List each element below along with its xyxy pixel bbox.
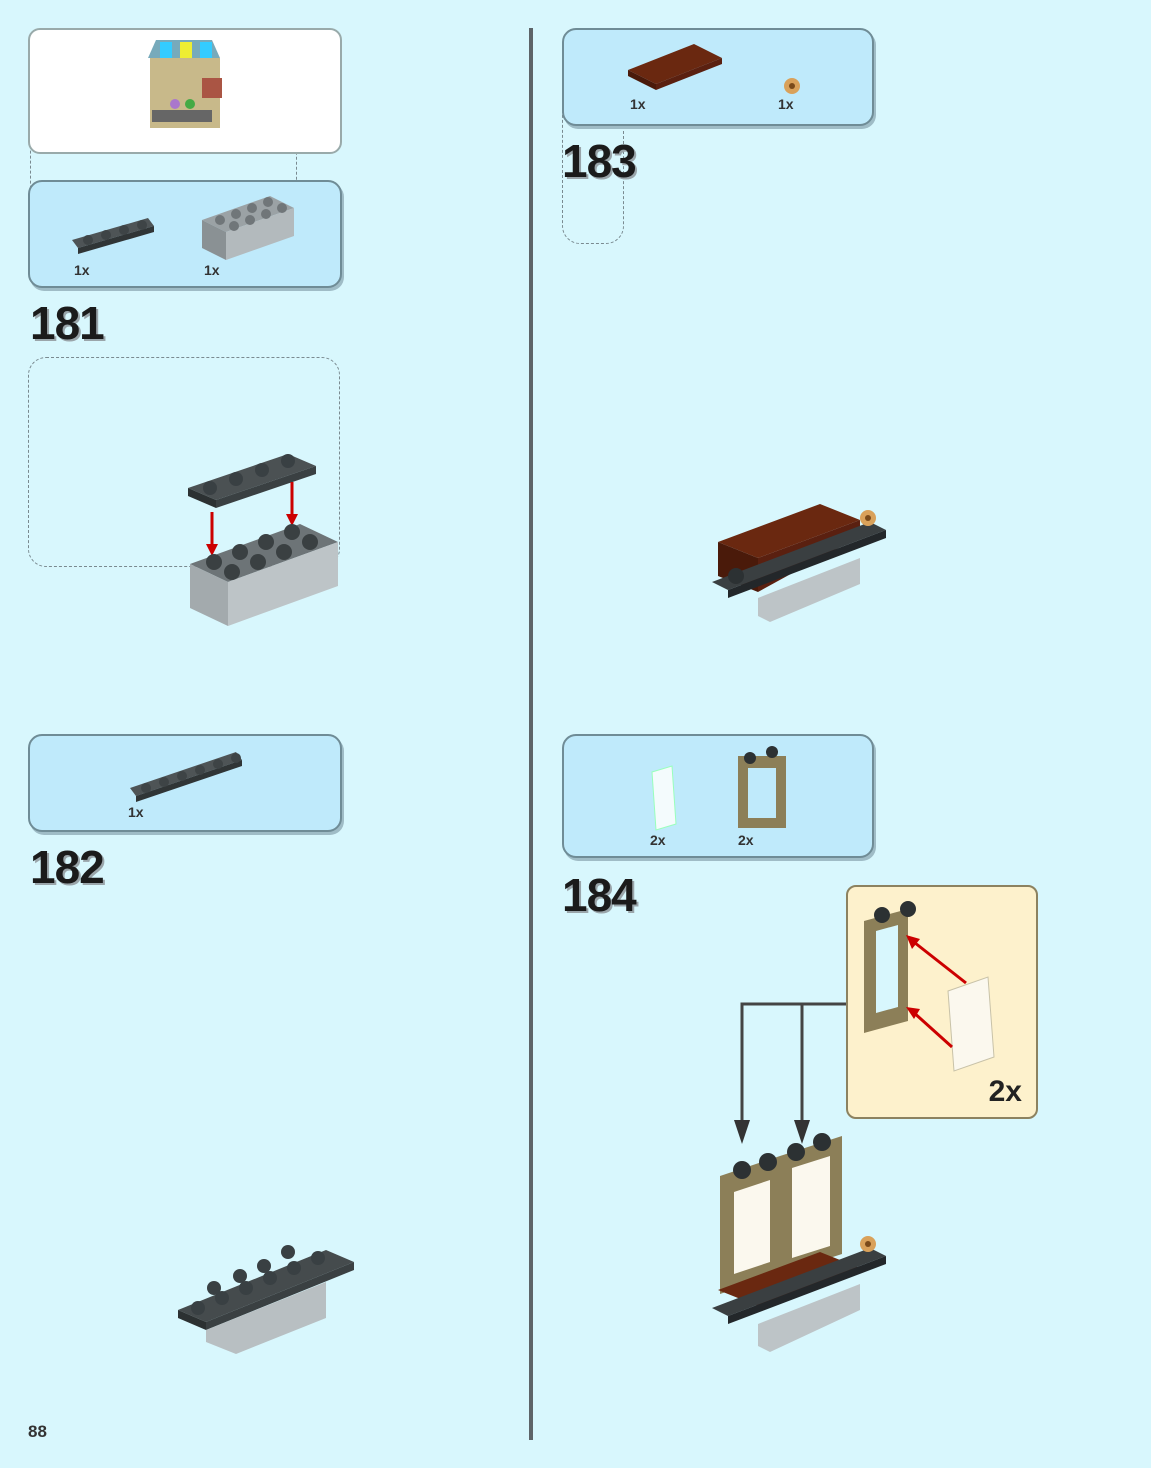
step-number-181: 181 [30, 297, 105, 349]
part-qty: 2x [738, 832, 754, 848]
sub-assembly-callout: 2x [846, 885, 1038, 1119]
parts-box-183: 1x 1x [562, 28, 874, 126]
step-number-184: 184 [562, 869, 637, 921]
step-184-assembly [712, 1133, 886, 1352]
part-qty: 1x [778, 96, 794, 112]
parts-box-182: 1x [28, 734, 342, 832]
light-gray-brick-2x4-icon [202, 196, 294, 260]
column-divider [529, 28, 533, 1440]
window-frame-icon [738, 746, 786, 828]
part-qty: 1x [204, 262, 220, 278]
sub-assembly-qty: 2x [988, 1075, 1022, 1108]
parts-box-181: 1x 1x [28, 180, 342, 288]
reddish-brown-plate-2x4-icon [628, 44, 722, 90]
step-183-assembly [712, 504, 886, 622]
part-qty: 2x [650, 832, 666, 848]
step-number-182: 182 [30, 841, 105, 893]
page-number: 88 [28, 1422, 47, 1441]
step-181-assembly [188, 454, 338, 626]
window-assembly-icon [864, 901, 995, 1072]
dark-gray-plate-1x4-icon [72, 218, 154, 254]
ghost-outline [28, 357, 340, 567]
market-stall-icon [148, 40, 222, 128]
dark-gray-plate-1x6-icon [130, 752, 242, 802]
placement-arrows [734, 1002, 846, 1144]
finished-model-preview [28, 28, 342, 154]
parts-box-184: 2x 2x [562, 734, 874, 858]
part-qty: 1x [74, 262, 90, 278]
tan-flower-icon [784, 78, 800, 94]
step-182-assembly [178, 1245, 354, 1354]
part-qty: 1x [128, 804, 144, 820]
window-glass-icon [651, 765, 677, 831]
part-qty: 1x [630, 96, 646, 112]
step-number-183: 183 [562, 135, 637, 187]
